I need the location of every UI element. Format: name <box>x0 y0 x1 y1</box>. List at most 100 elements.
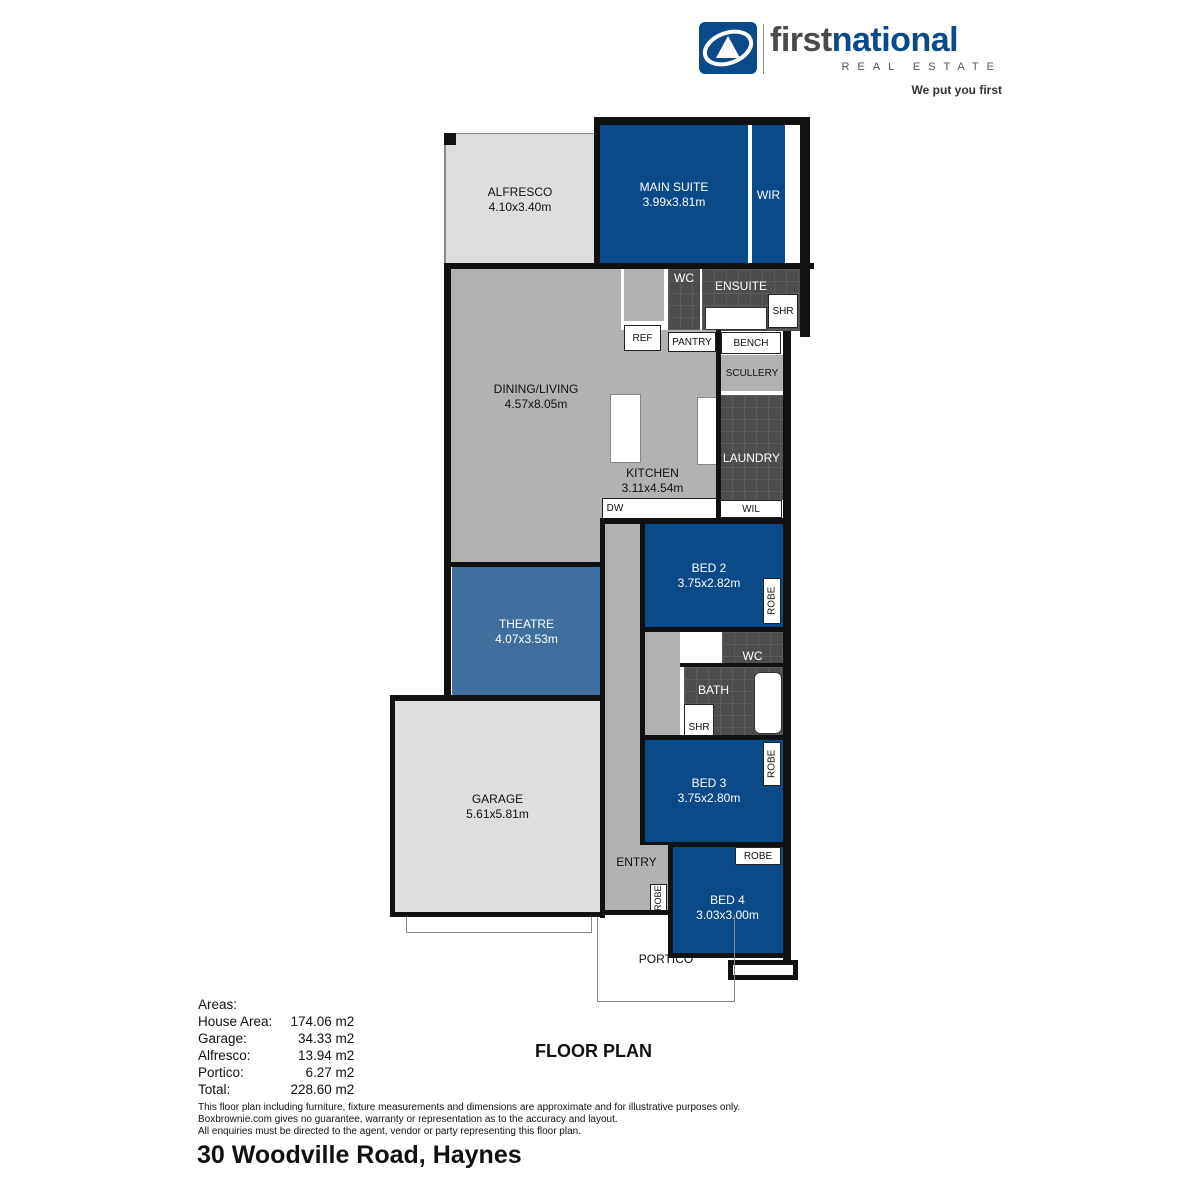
wall <box>668 953 790 958</box>
area-label: Total: <box>198 1082 231 1097</box>
logo-word-first: first <box>770 21 832 59</box>
room-label: MAIN SUITE <box>639 180 709 194</box>
room-dimensions: 4.57x8.05m <box>504 396 568 411</box>
room-label: ROBE <box>766 586 778 616</box>
room-label: THEATRE <box>498 616 555 631</box>
wil: WIL <box>720 500 782 518</box>
shower-ensuite: SHR <box>768 294 798 328</box>
wall <box>594 117 810 125</box>
bench: BENCH <box>721 332 781 354</box>
wall <box>444 562 604 567</box>
wall <box>444 263 451 698</box>
room-wc-ensuite: WC <box>668 269 700 331</box>
logo-divider <box>763 24 764 74</box>
outdoor-unit <box>728 960 798 980</box>
room-label: BED 4 <box>710 893 745 907</box>
area-value: 13.94 m2 <box>298 1048 355 1063</box>
room-label: BED 3 <box>691 776 727 790</box>
wall <box>600 910 672 915</box>
logo-word-national: national <box>831 21 959 59</box>
kitchen-island <box>610 394 641 463</box>
room-label: SCULLERY <box>725 367 779 379</box>
wall <box>444 263 814 269</box>
room-label: LAUNDRY <box>722 451 781 465</box>
room-label: GARAGE <box>471 791 524 806</box>
room-label: ALFRESCO <box>487 184 553 199</box>
robe-bed-4: ROBE <box>735 847 781 865</box>
wall <box>594 117 600 269</box>
disclaimer-line: This floor plan including furniture, fix… <box>198 1102 741 1113</box>
disclaimer-line: All enquiries must be directed to the ag… <box>198 1126 581 1137</box>
room-label: REF <box>632 332 653 344</box>
wall <box>600 518 790 524</box>
wall <box>640 520 645 845</box>
wall <box>716 330 721 520</box>
robe-bed-2: ROBE <box>763 578 781 624</box>
bathtub <box>754 672 782 734</box>
room-label: ROBE <box>766 749 778 779</box>
room-dimensions: 5.61x5.81m <box>466 806 529 821</box>
wall <box>783 330 791 960</box>
room-scullery: SCULLERY <box>721 355 783 391</box>
area-value: 34.33 m2 <box>298 1031 355 1046</box>
room-label: ROBE <box>653 885 663 911</box>
first-national-logo: firstnational REAL ESTATE We put you fir… <box>699 22 1009 102</box>
logo-wordmark: firstnational <box>770 21 959 59</box>
logo-tagline: We put you first <box>911 83 1002 97</box>
dishwasher: DW <box>604 500 626 517</box>
room-dimensions: 3.75x2.80m <box>677 791 741 805</box>
area-label: Portico: <box>198 1065 244 1080</box>
room-label: BATH <box>697 683 730 697</box>
logo-subtitle: REAL ESTATE <box>841 61 1002 73</box>
robe-bed-3: ROBE <box>763 742 781 786</box>
room-label: WC <box>742 649 763 663</box>
room-dimensions: 3.75x2.82m <box>677 576 741 590</box>
logo-emblem-icon <box>699 22 757 74</box>
wall <box>390 912 605 917</box>
room-label: KITCHEN <box>626 466 679 480</box>
room-label: PORTICO <box>638 952 694 966</box>
room-label: ENSUITE <box>714 279 767 293</box>
room-label: ENTRY <box>616 855 657 869</box>
wall <box>640 735 790 740</box>
wall <box>390 695 605 701</box>
hall-bath-passage <box>645 630 680 735</box>
shower-bath: SHR <box>684 704 714 736</box>
room-label: PANTRY <box>672 336 712 348</box>
wall <box>640 627 790 632</box>
pantry: PANTRY <box>668 332 716 352</box>
room-label: ROBE <box>743 850 773 862</box>
areas-table: Areas: House Area:174.06 m2 Garage:34.33… <box>198 996 354 1098</box>
robe-entry: ROBE <box>650 884 667 912</box>
passage <box>624 269 664 321</box>
room-dimensions: 4.07x3.53m <box>495 631 558 646</box>
vanity <box>705 307 767 330</box>
room-label: SHR <box>688 722 710 733</box>
room-dimensions: 4.10x3.40m <box>488 199 552 214</box>
disclaimer-line: Boxbrownie.com gives no guarantee, warra… <box>198 1114 618 1125</box>
wall <box>668 847 673 957</box>
room-label: DINING/LIVING <box>493 381 579 396</box>
plan-title: FLOOR PLAN <box>535 1041 652 1061</box>
room-portico: PORTICO <box>597 915 735 1002</box>
room-wc-2: WC <box>722 632 783 664</box>
room-laundry: LAUNDRY <box>720 395 783 500</box>
room-label: WIL <box>742 503 760 515</box>
room-dimensions: 3.03x3.00m <box>696 908 759 922</box>
room-label: WIR <box>756 187 781 202</box>
area-label: House Area: <box>198 1014 273 1029</box>
room-label: DW <box>606 503 624 514</box>
post <box>444 133 456 145</box>
area-label: Garage: <box>198 1031 247 1046</box>
wall <box>390 695 395 917</box>
area-value: 6.27 m2 <box>305 1065 355 1080</box>
